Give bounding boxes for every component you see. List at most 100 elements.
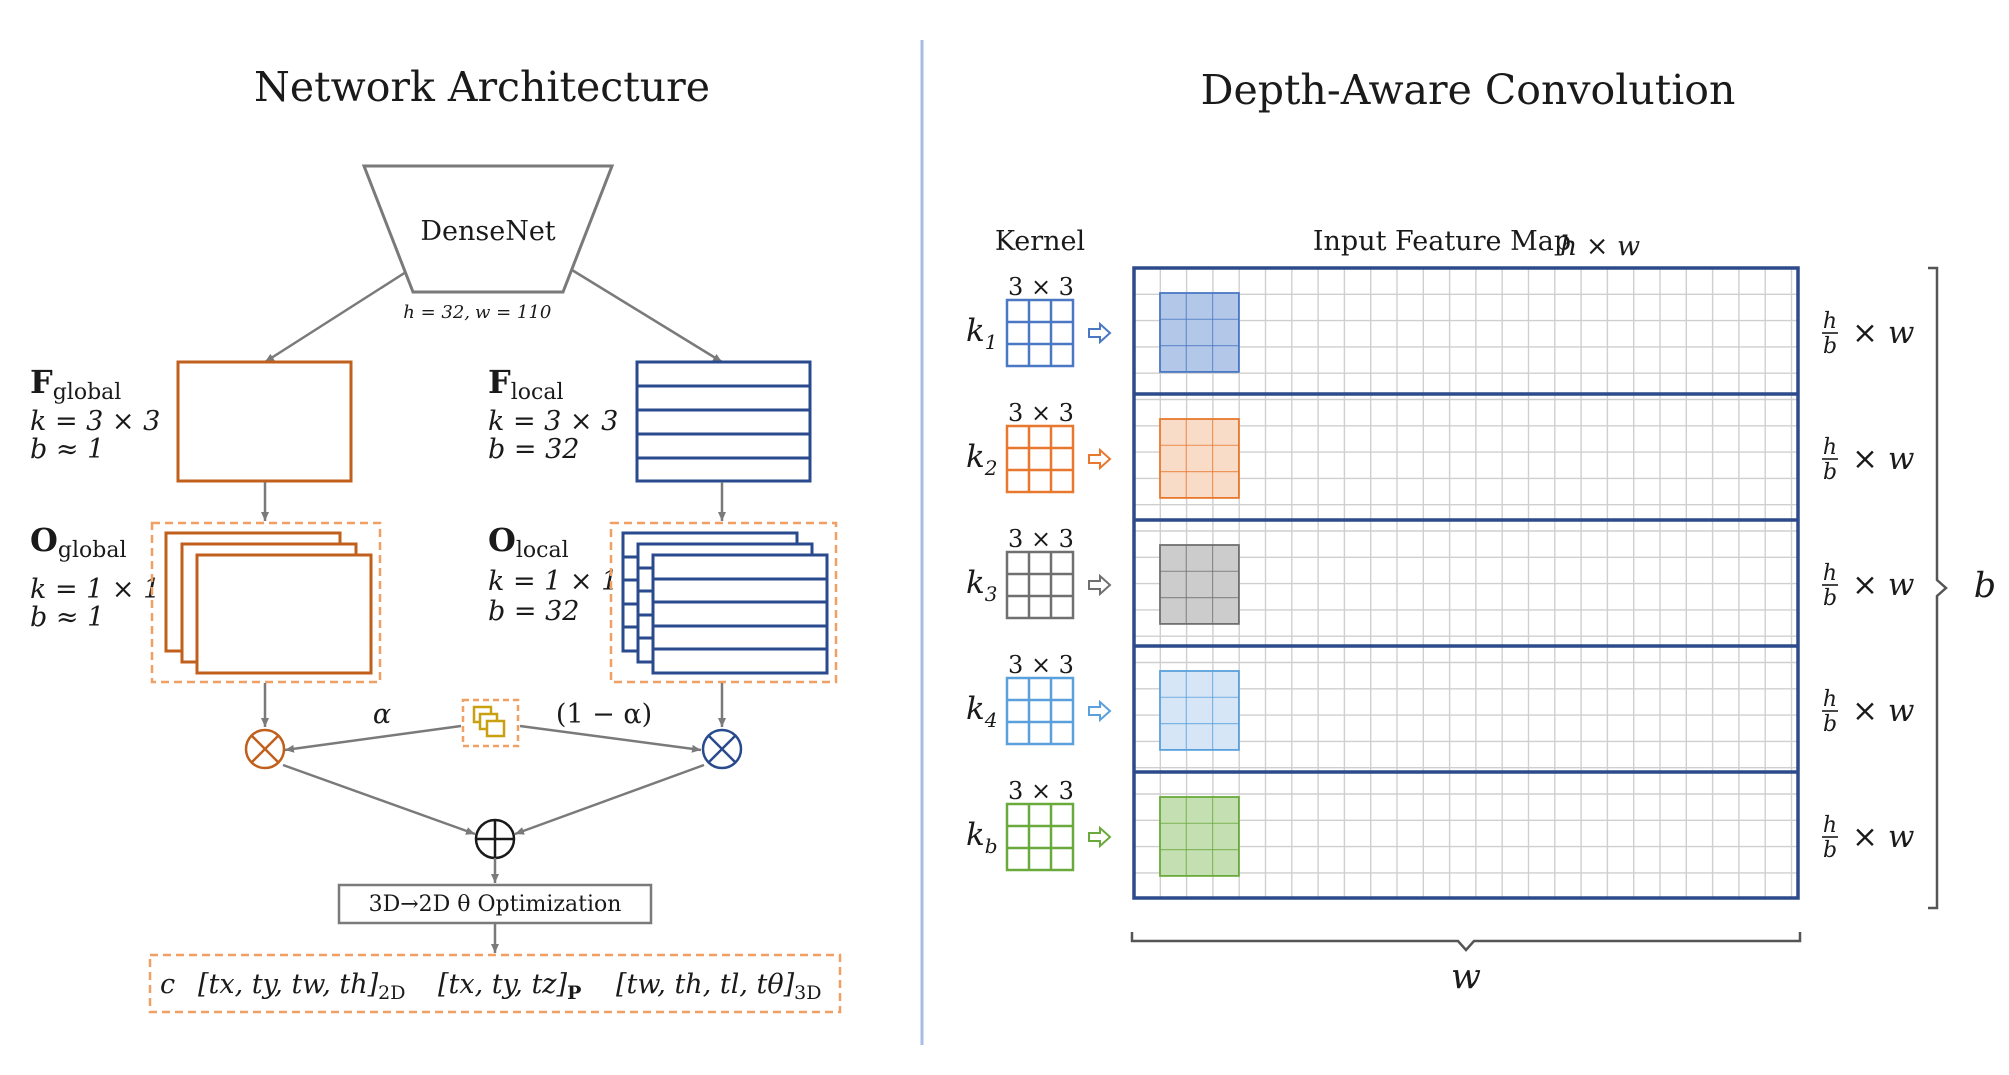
arrow-densenet-to-flocal — [571, 268, 723, 364]
depth-bin: kb 3 × 3 hb × w — [966, 770, 1914, 877]
svg-text:h: h — [1823, 561, 1837, 586]
kernel-grid — [1005, 298, 1075, 368]
f-local-bins: b = 32 — [488, 434, 579, 465]
depth-bin: k23 × 3hb× w — [966, 392, 1914, 499]
svg-text:b: b — [1823, 586, 1837, 611]
kernel-grid — [1005, 676, 1075, 746]
multiply-global-icon — [244, 728, 286, 770]
output-3d-center-sub: P — [567, 982, 581, 1004]
svg-text:h: h — [1823, 813, 1837, 838]
svg-text:h: h — [1823, 309, 1837, 334]
multiply-local-icon — [701, 728, 743, 770]
svg-text:b: b — [1823, 334, 1837, 359]
arrow-densenet-to-fglobal — [264, 270, 407, 364]
output-parameters: c [tx, ty, tw, th]2D [tx, ty, tz]P [tw, … — [148, 953, 842, 1014]
kernel-label: kb — [966, 817, 998, 858]
f-global-bins: b ≈ 1 — [30, 434, 104, 465]
f-global-symbol: F — [30, 363, 53, 401]
optimization-label: 3D→2D θ Optimization — [369, 892, 622, 917]
f-global-kernel: k = 3 × 3 — [30, 406, 160, 437]
depth-aware-convolution-title: Depth-Aware Convolution — [1201, 66, 1736, 114]
kernel-placement — [1159, 796, 1240, 877]
svg-text:Oglobal: Oglobal — [30, 521, 126, 563]
sum-icon — [474, 818, 516, 860]
feature-map-dims: h × w — [1560, 231, 1640, 262]
kernel-placement — [1159, 418, 1240, 499]
densenet-label: DenseNet — [420, 216, 555, 247]
hollow-arrow-icon — [1088, 699, 1112, 723]
kernel-label: k3 — [966, 565, 998, 606]
hollow-arrow-icon — [1088, 321, 1112, 345]
f-global-block: Fglobal k = 3 × 3 b ≈ 1 — [30, 360, 353, 483]
depth-bin: k43 × 3hb× w — [966, 644, 1914, 751]
svg-text:b: b — [1823, 838, 1837, 863]
kernel-placement — [1159, 292, 1240, 373]
one-minus-alpha-label: (1 − α) — [556, 699, 652, 730]
kernel-grid — [1005, 424, 1075, 494]
depth-aware-convolution-panel: Depth-Aware Convolution Kernel Input Fea… — [966, 66, 1996, 997]
svg-text:× w: × w — [1852, 315, 1914, 351]
hollow-arrow-icon — [1088, 825, 1112, 849]
kernel-size-label: 3 × 3 — [1008, 651, 1074, 679]
kernel-size-label: 3 × 3 — [1008, 777, 1074, 805]
feature-map-grid — [1134, 268, 1798, 898]
bin-size-label: hb × w — [1822, 561, 1914, 611]
f-global-sub: global — [53, 380, 122, 405]
output-3d-dims: [tw, th, tl, tθ] — [616, 969, 795, 1000]
o-local-sub: local — [516, 538, 569, 563]
f-local-kernel: k = 3 × 3 — [488, 406, 618, 437]
svg-text:Flocal: Flocal — [488, 363, 563, 405]
o-global-symbol: O — [30, 521, 58, 559]
svg-text:Fglobal: Fglobal — [30, 363, 121, 405]
width-brace: w — [1130, 932, 1802, 997]
output-2d-sub: 2D — [378, 982, 405, 1004]
width-label: w — [1451, 957, 1481, 997]
bin-size-label: hb× w — [1822, 687, 1914, 737]
o-local-symbol: O — [488, 521, 516, 559]
depth-bin: k1 3 × 3 hb × w — [966, 273, 1914, 373]
svg-text:× w: × w — [1852, 693, 1914, 729]
hollow-arrow-icon — [1088, 573, 1112, 597]
input-feature-map-header: Input Feature Map — [1313, 226, 1571, 257]
bin-size-label: hb × w — [1822, 813, 1914, 863]
svg-text:c [tx, ty, tw, th]2D: c [tx, ty, tw, th]2D [tx, ty, tz]P [tw, … — [160, 969, 821, 1006]
o-global-sub: global — [58, 538, 127, 563]
kernel-placement — [1159, 670, 1240, 751]
bin-size-label: hb× w — [1822, 435, 1914, 485]
kernel-size-label: 3 × 3 — [1008, 399, 1074, 427]
svg-text:b: b — [1823, 712, 1837, 737]
kernel-label: k1 — [966, 313, 998, 354]
output-3d-center: [tx, ty, tz] — [438, 969, 568, 1000]
kernel-placement — [1159, 544, 1240, 625]
o-global-kernel: k = 1 × 1 — [30, 574, 160, 605]
f-local-sub: local — [511, 380, 564, 405]
f-local-symbol: F — [488, 363, 511, 401]
kernel-header: Kernel — [995, 226, 1085, 257]
f-local-block: Flocal k = 3 × 3 b = 32 — [488, 360, 812, 483]
svg-text:Olocal: Olocal — [488, 521, 569, 563]
svg-text:× w: × w — [1852, 819, 1914, 855]
o-global-block: Oglobal k = 1 × 1 b ≈ 1 — [30, 521, 382, 684]
densenet-block: DenseNet h = 32, w = 110 — [361, 164, 615, 323]
output-3d-dims-sub: 3D — [794, 982, 821, 1004]
o-global-bins: b ≈ 1 — [30, 602, 104, 633]
densenet-dims-w: w = 110 — [475, 302, 551, 323]
o-local-block: Olocal k = 1 × 1 b = 32 — [488, 521, 838, 684]
svg-text:b: b — [1823, 460, 1837, 485]
height-label: b — [1974, 566, 1996, 606]
svg-text:h: h — [1823, 435, 1837, 460]
alpha-label: α — [373, 699, 391, 730]
network-architecture-title: Network Architecture — [254, 63, 710, 111]
feature-map-border — [1132, 266, 1800, 900]
depth-bin: k3 3 × 3 hb × w — [966, 518, 1914, 625]
kernel-label: k4 — [966, 691, 998, 732]
kernel-grid — [1005, 802, 1075, 872]
svg-text:× w: × w — [1852, 567, 1914, 603]
kernel-size-label: 3 × 3 — [1008, 273, 1074, 301]
hollow-arrow-icon — [1088, 447, 1112, 471]
bin-size-label: hb × w — [1822, 309, 1914, 359]
kernel-size-label: 3 × 3 — [1008, 525, 1074, 553]
attention-weight-icon — [461, 698, 520, 748]
